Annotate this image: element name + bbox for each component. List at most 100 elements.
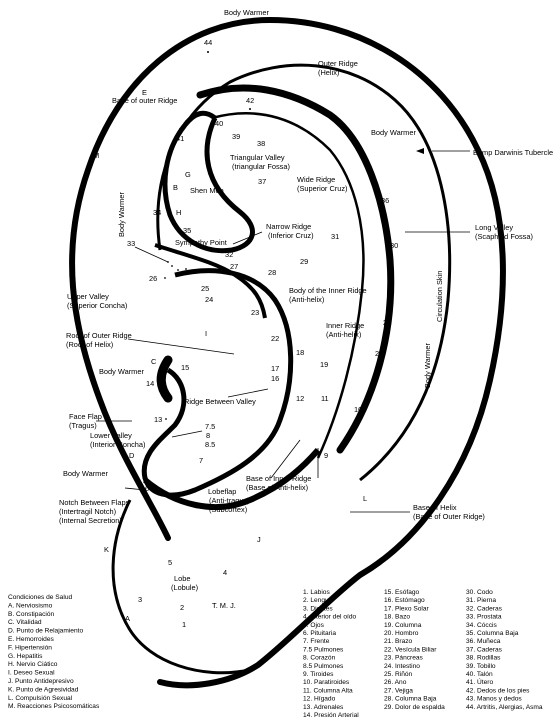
label-base-outer-ridge: Base of outer Ridge [112, 96, 177, 105]
concha-line [144, 271, 290, 495]
point-1: 1 [182, 620, 186, 629]
point-40: 40 [215, 119, 223, 128]
condition-item: D. Punto de Relajamiento [8, 628, 83, 635]
legend-col3-item: 43. Manos y dedos [466, 696, 522, 703]
label-inner-ridge: Inner Ridge [326, 321, 364, 330]
point-23: 23 [251, 308, 259, 317]
legend-col3-item: 42. Dedos de los pies [466, 687, 530, 694]
point-letter-d: D [129, 451, 134, 460]
label-lower-valley: Lower Valley [90, 431, 132, 440]
point-8: 8 [206, 431, 210, 440]
point-letter-g: G [185, 170, 191, 179]
condition-item: B. Constipación [8, 611, 55, 618]
tragus-line [161, 360, 168, 398]
legend-col3-item: 34. Cóccis [466, 622, 497, 629]
legend-col2-item: 15. Esófago [384, 589, 420, 596]
legend-col1-item: 8. Corazón [303, 655, 336, 662]
point-20: 20 [375, 349, 383, 358]
point-44-dot [207, 51, 209, 53]
point-11: 11 [321, 394, 329, 403]
label-outer-ridge-sub: (Helix) [318, 68, 339, 77]
legend-col1-item: 13. Adrenales [303, 704, 344, 711]
point-16: 16 [271, 374, 279, 383]
point-dot-a [167, 261, 169, 263]
point-22: 22 [271, 334, 279, 343]
point-letter-h: H [176, 208, 181, 217]
condition-item: Condiciones de Salud [8, 594, 72, 601]
label-body-inner-ridge-sub: (Anti-helix) [289, 295, 324, 304]
point-dot-b [171, 265, 173, 267]
point-41: 41 [176, 134, 184, 143]
legend-col3-item: 40. Talón [466, 671, 493, 678]
label-wide-ridge-sub: (Superior Cruz) [297, 184, 348, 193]
point-letter-b: B [173, 183, 178, 192]
label-root-outer-ridge: Root of Outer Ridge [66, 331, 132, 340]
label-tmj: T. M. J. [212, 601, 236, 610]
legend-col1-item: 14. Presión Arterial [303, 712, 359, 719]
point-29: 29 [300, 257, 308, 266]
label-outer-ridge: Outer Ridge [318, 59, 358, 68]
legend-col3-item: 35. Columna Baja [466, 630, 519, 637]
point-32: 32 [225, 250, 233, 259]
ear-outline [72, 20, 503, 685]
legend-col3-item: 38. Rodillas [466, 655, 501, 662]
point-8-5: 8.5 [205, 440, 215, 449]
label-narrow-ridge-sub: (Inferior Cruz) [268, 231, 314, 240]
label-circulation-skin: Circulation Skin [435, 271, 444, 322]
point-14: 14 [146, 379, 154, 388]
point-17: 17 [271, 364, 279, 373]
point-letter-e: E [142, 88, 147, 97]
label-bump: Bump Darwinis Tubercle [473, 148, 553, 157]
lower-valley-pointer [172, 431, 202, 437]
point-41-dot [179, 128, 181, 130]
point-2: 2 [180, 603, 184, 612]
point-43: 43 [313, 103, 321, 112]
label-body-warmer-right: Body Warmer [371, 128, 416, 137]
point-42: 42 [246, 96, 254, 105]
label-lobeflap-sub2: (Subcortex) [209, 505, 247, 514]
point-letter-l: L [363, 494, 367, 503]
point-13: 13 [154, 415, 162, 424]
label-ridge-between-valley: Ridge Between Valley [184, 397, 256, 406]
point-letter-i: I [205, 329, 207, 338]
point-dot-d [185, 268, 187, 270]
label-long-valley: Long Valley [475, 223, 513, 232]
point-26: 26 [149, 274, 157, 283]
legend-col3-item: 31. Pierna [466, 597, 496, 604]
label-sympathy-point: Sympathy Point [175, 238, 227, 247]
condition-item: K. Punto de Agresividad [8, 686, 79, 693]
legend-col3-item: 44. Artritis, Alergias, Asma [466, 704, 543, 711]
point-dot-e [164, 277, 166, 279]
label-triangular-valley: Triangular Valley [230, 153, 285, 162]
point-31: 31 [331, 232, 339, 241]
label-lower-valley-sub: (Interior Concha) [90, 440, 145, 449]
point-39: 39 [232, 132, 240, 141]
point-9: 9 [324, 451, 328, 460]
label-face-flap: Face Flap [69, 412, 102, 421]
inferior-crus-line [155, 245, 265, 318]
point-37: 37 [258, 177, 266, 186]
condition-item: A. Nerviosismo [8, 602, 53, 609]
point-12: 12 [296, 394, 304, 403]
legend-col2-item: 19. Columna [384, 622, 422, 629]
legend-col3-item: 33. Prostata [466, 614, 502, 621]
label-body-warmer-vertical-right: Body Warmer [423, 343, 432, 388]
condition-item: E. Hemorroides [8, 636, 55, 643]
region-labels: Body Warmer Outer Ridge (Helix) Base of … [59, 8, 553, 610]
point-15: 15 [181, 363, 189, 372]
label-upper-valley-sub: (Superior Concha) [67, 301, 127, 310]
legend-col1-item: 1. Labios [303, 589, 330, 596]
label-base-helix: Base of Helix [413, 503, 457, 512]
condition-item: F. Hipertensión [8, 644, 52, 651]
legend-col2-item: 24. Intestino [384, 663, 420, 670]
label-notch: Notch Between Flaps [59, 498, 130, 507]
label-body-warmer-top: Body Warmer [224, 8, 269, 17]
label-base-helix-sub: (Base of Outer Ridge) [413, 512, 485, 521]
point-7-5: 7.5 [205, 422, 215, 431]
legend-col2-item: 16. Estómago [384, 597, 425, 604]
legend-column-1: 1. Labios2. Lengua3. Dientes4. Interior … [303, 589, 359, 719]
bump-arrowhead [416, 148, 424, 154]
condition-item: G. Hepatitis [8, 653, 43, 660]
point-letter-a: A [125, 614, 130, 623]
label-root-outer-ridge-sub: (Root of Helix) [66, 340, 113, 349]
